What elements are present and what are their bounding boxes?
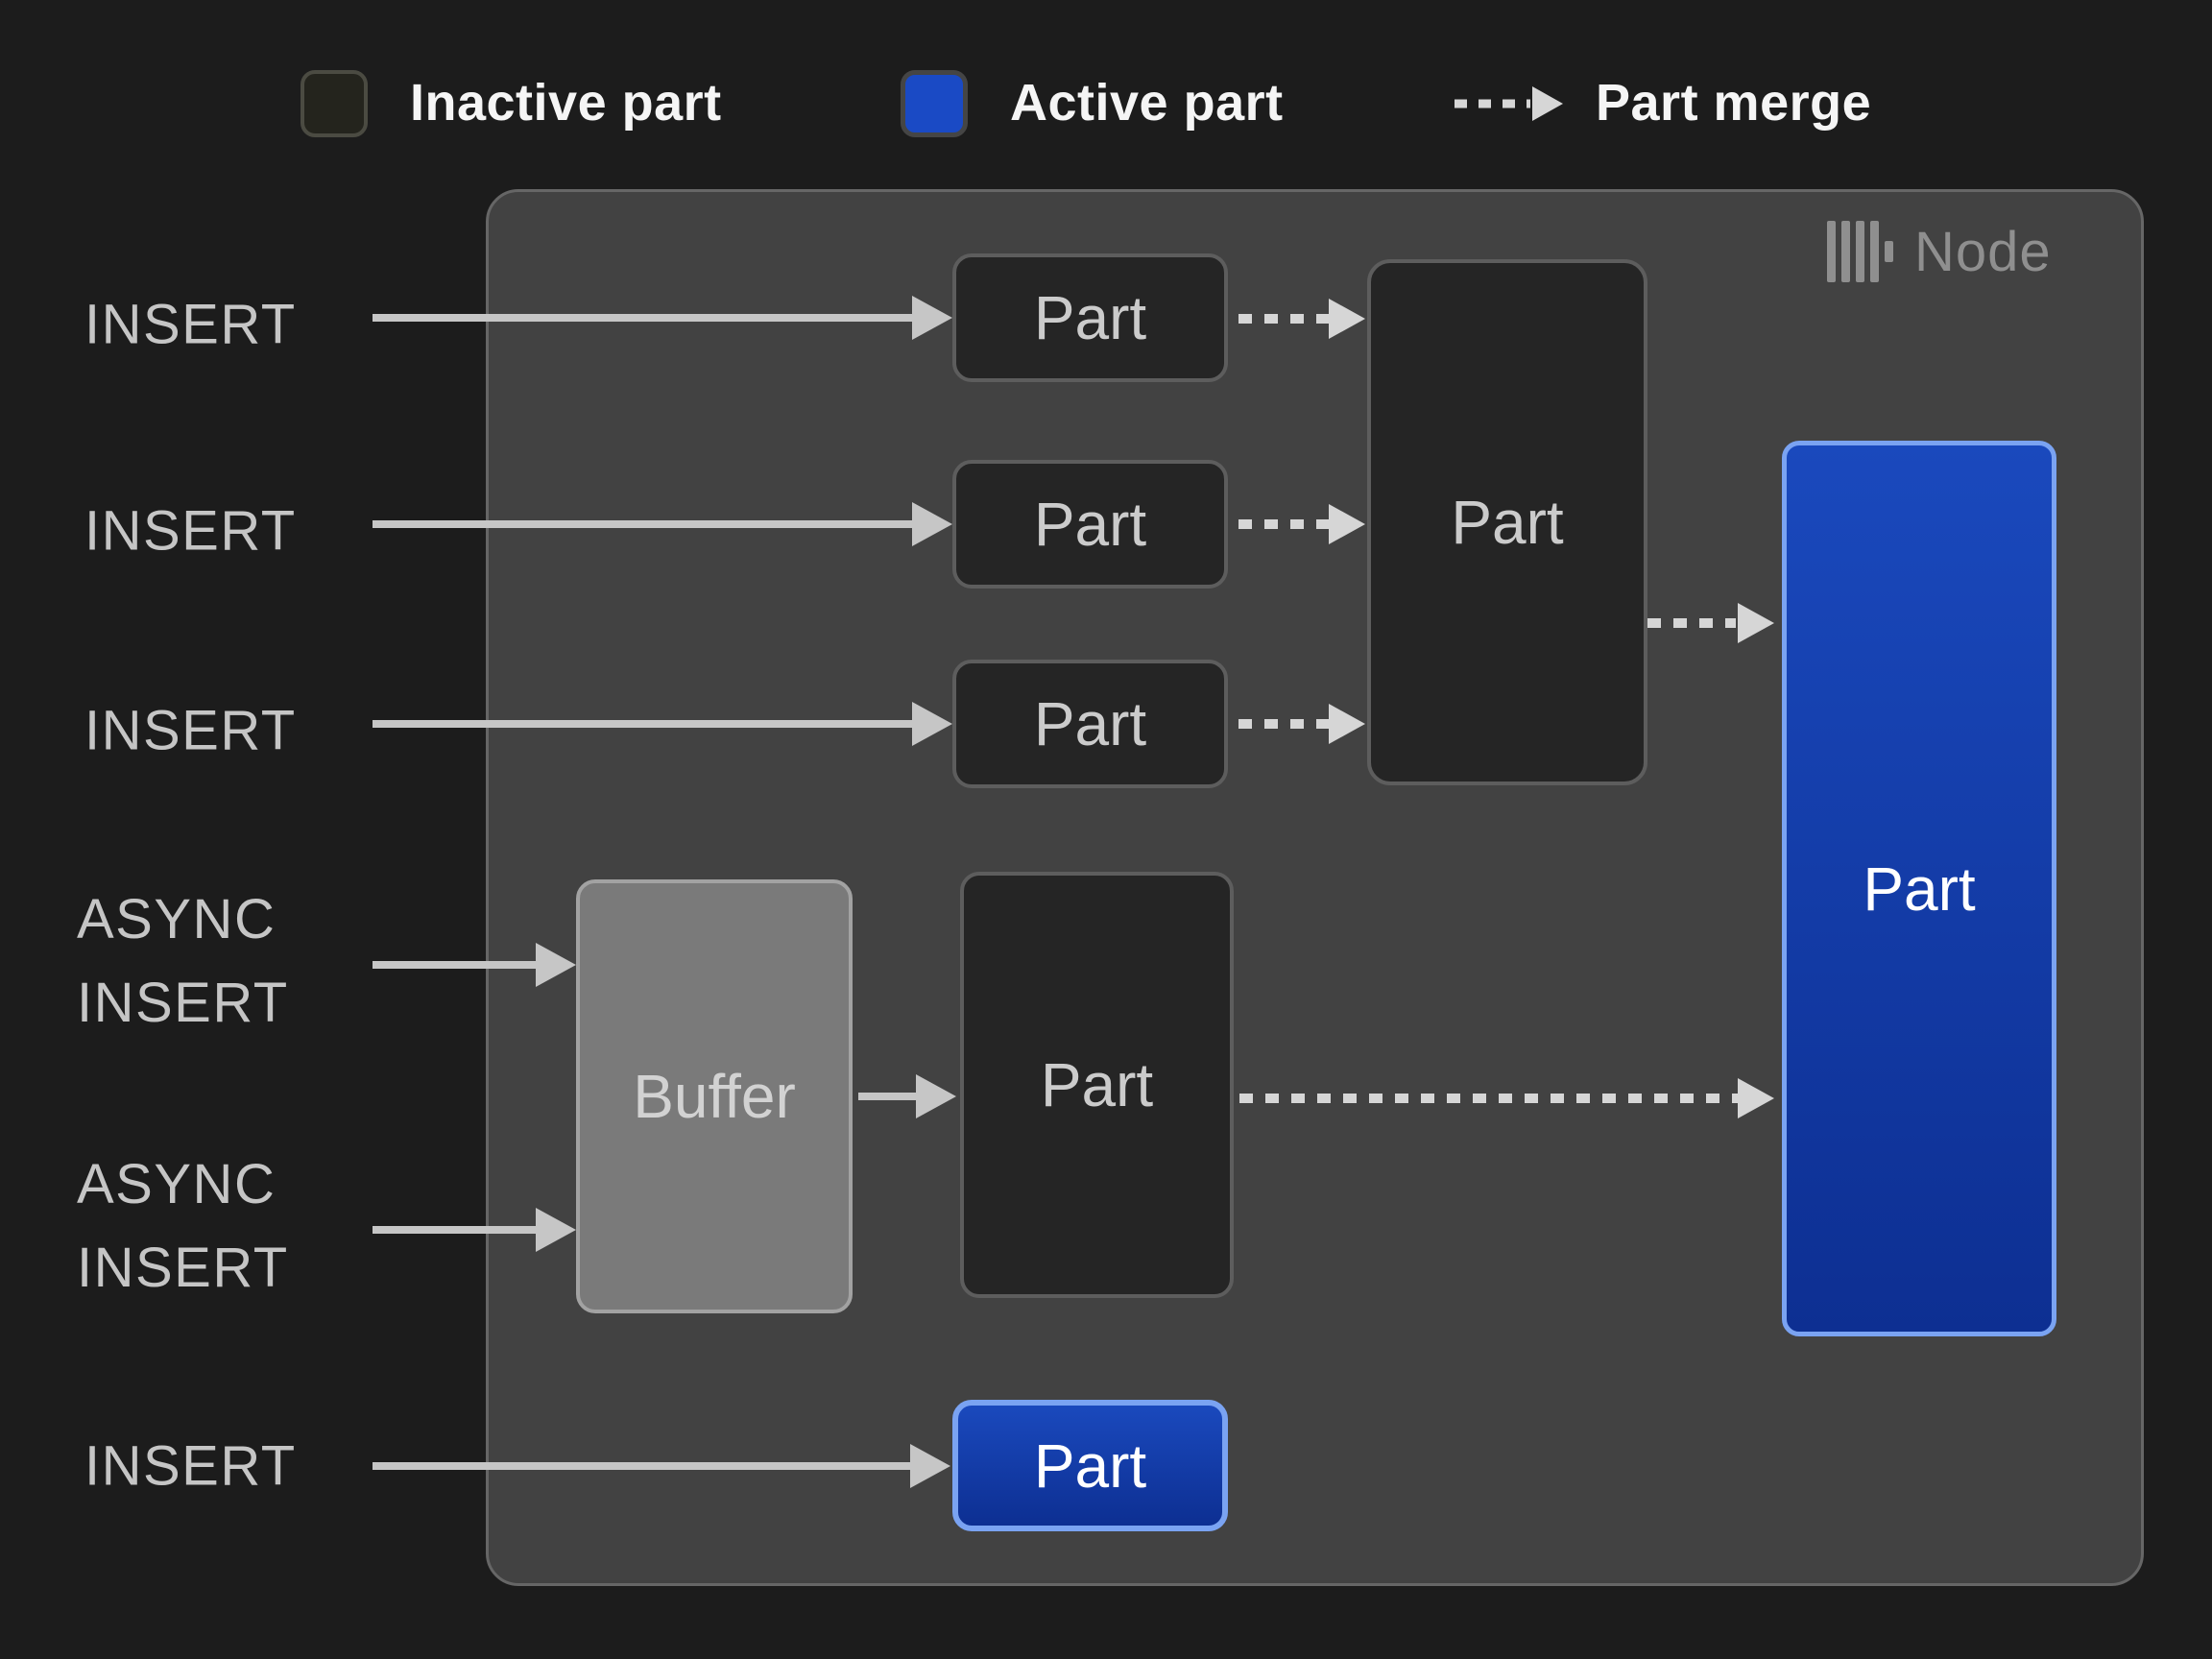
buffered-part-box-label: Part <box>1040 1050 1154 1119</box>
node-header: Node <box>1827 215 2052 288</box>
part-box-2-label: Part <box>1033 490 1147 559</box>
legend-active-swatch <box>901 70 968 137</box>
active-part-box-large-label: Part <box>1863 854 1976 924</box>
active-part-box-large: Part <box>1782 441 2056 1336</box>
async-insert-label-1: ASYNC INSERT <box>77 878 289 1045</box>
part-box-3-label: Part <box>1033 689 1147 758</box>
legend-part-merge-arrow-icon <box>1455 86 1563 121</box>
buffer-box-label: Buffer <box>633 1062 796 1131</box>
legend-inactive-swatch <box>301 70 368 137</box>
async-insert-label-2-line-2: INSERT <box>77 1237 289 1299</box>
insert-label-1: INSERT <box>84 293 297 356</box>
clickhouse-logo-icon <box>1827 221 1893 282</box>
async-insert-label-2-line-1: ASYNC <box>77 1153 276 1215</box>
async-insert-label-1-line-1: ASYNC <box>77 888 276 950</box>
legend-inactive-label: Inactive part <box>410 73 722 132</box>
active-part-box-small: Part <box>952 1400 1228 1531</box>
part-box-1: Part <box>952 253 1228 382</box>
legend-active-label: Active part <box>1010 73 1284 132</box>
part-box-3: Part <box>952 660 1228 788</box>
part-box-2: Part <box>952 460 1228 589</box>
node-title: Node <box>1914 220 2052 283</box>
merged-part-box-label: Part <box>1451 488 1564 557</box>
buffered-part-box: Part <box>960 872 1234 1298</box>
merged-part-box: Part <box>1367 259 1647 785</box>
buffer-box: Buffer <box>576 879 853 1313</box>
insert-label-4: INSERT <box>84 1434 297 1498</box>
legend-merge-label: Part merge <box>1596 73 1872 132</box>
async-insert-label-1-line-2: INSERT <box>77 972 289 1034</box>
insert-label-2: INSERT <box>84 499 297 563</box>
active-part-box-small-label: Part <box>1033 1431 1147 1501</box>
part-box-1-label: Part <box>1033 283 1147 352</box>
async-insert-label-2: ASYNC INSERT <box>77 1142 289 1310</box>
insert-label-3: INSERT <box>84 699 297 762</box>
